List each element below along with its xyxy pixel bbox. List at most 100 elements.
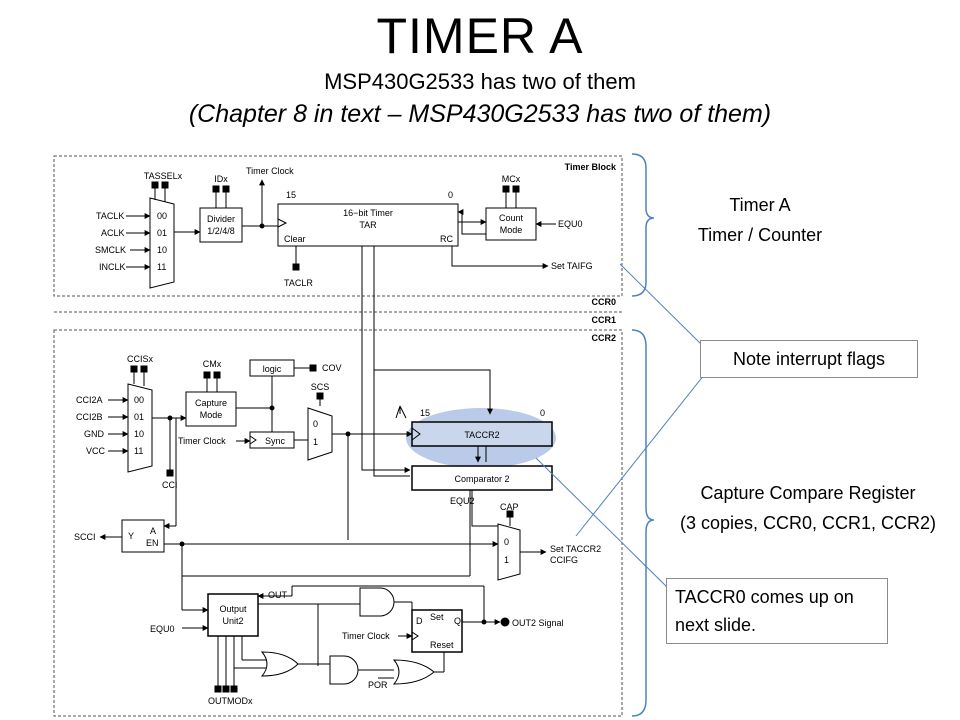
- or-gate-bottom-left: [260, 651, 299, 677]
- output-unit-label: Output: [219, 604, 247, 614]
- sync-label: Sync: [265, 436, 286, 446]
- callout-line-taifg: [619, 263, 703, 346]
- ccr-mux-code-10: 10: [134, 429, 144, 439]
- note-interrupt-flags: Note interrupt flags: [700, 340, 918, 378]
- note-taccr0-line1: TACCR0 comes up on: [675, 587, 854, 607]
- note-taccr0-line2: next slide.: [675, 615, 757, 635]
- cap-mux-0: 0: [504, 537, 509, 547]
- and-gate-top: [359, 587, 395, 617]
- ff-q: Q: [454, 616, 461, 626]
- mux-code-10: 10: [157, 245, 167, 255]
- timer-rc-label: RC: [440, 234, 453, 244]
- page-subtitle-italic: (Chapter 8 in text – MSP430G2533 has two…: [188, 100, 772, 128]
- taccr2-label: TACCR2: [464, 430, 499, 440]
- and-gate-bottom: [329, 655, 359, 685]
- page-title: TIMER A: [376, 8, 584, 64]
- taccr2-bit0: 0: [540, 408, 545, 418]
- timer-block-outline: [53, 155, 623, 297]
- ff-reset: Reset: [430, 640, 454, 650]
- timer-block: TASSELx TACLK ACLK SMCLK INCLK 00 01 10 …: [95, 166, 593, 289]
- ccifg-label: CCIFG: [550, 555, 578, 565]
- input-smclk: SMCLK: [95, 245, 126, 255]
- count-mode-box: [485, 207, 537, 241]
- cov-label: COV: [322, 363, 342, 373]
- ccr-block-outline: [53, 329, 623, 717]
- ccis-mux: [127, 383, 153, 473]
- ccr-timer-clock-label: Timer Clock: [178, 436, 226, 446]
- out2-signal-label: OUT2 Signal: [512, 618, 564, 628]
- note-interrupt-flags-text: Note interrupt flags: [732, 349, 886, 369]
- divider-label: Divider: [207, 214, 235, 224]
- timer-tar-box: [277, 203, 459, 247]
- ccr-mux-code-11: 11: [134, 446, 143, 456]
- out-label: OUT: [268, 590, 288, 600]
- comparator-label: Comparator 2: [454, 474, 509, 484]
- ff-set: Set: [430, 612, 444, 622]
- input-gnd: GND: [84, 429, 105, 439]
- callout-line-taccr0: [535, 457, 669, 589]
- ccr-annotation-line1: Capture Compare Register: [700, 483, 916, 503]
- callout-line-ccifg: [575, 369, 709, 537]
- latch-a: A: [150, 526, 156, 536]
- timer-a-annotation: Timer A Timer / Counter: [660, 190, 860, 250]
- divider-ratios: 1/2/4/8: [207, 226, 235, 236]
- mux-code-01: 01: [157, 228, 167, 238]
- capture-mode-box: [185, 391, 237, 427]
- input-vcc: VCC: [86, 446, 106, 456]
- note-taccr0: TACCR0 comes up on next slide.: [666, 578, 888, 644]
- scci-latch: [121, 519, 165, 553]
- idx-label: IDx: [214, 174, 228, 184]
- ccr2-tag: CCR2: [591, 333, 616, 343]
- input-aclk: ACLK: [101, 228, 125, 238]
- timer-label: 16−bit Timer: [343, 208, 393, 218]
- timer-block-label: Timer Block: [565, 162, 617, 172]
- count-mode-label2: Mode: [500, 225, 523, 235]
- ccr-mux-code-01: 01: [134, 412, 144, 422]
- timer-a-annotation-line2: Timer / Counter: [697, 225, 823, 245]
- taclr-label: TACLR: [284, 278, 313, 288]
- scs-mux-0: 0: [313, 419, 318, 429]
- count-mode-label: Count: [499, 213, 524, 223]
- scs-mux-1: 1: [313, 437, 318, 447]
- timer-bit15: 15: [286, 190, 296, 200]
- taccr2-bit15: 15: [420, 408, 430, 418]
- timer-a-annotation-line1: Timer A: [729, 195, 791, 215]
- timer-brace: [631, 153, 655, 297]
- mux-code-11: 11: [157, 262, 166, 272]
- flip-flop-box: [411, 609, 463, 653]
- logic-label: logic: [263, 364, 282, 374]
- cap-mux: [497, 523, 521, 581]
- cap-mux-1: 1: [504, 555, 509, 565]
- ff-d: D: [416, 616, 423, 626]
- ccr-annotation: Capture Compare Register (3 copies, CCR0…: [656, 478, 960, 538]
- ccr-annotation-line2: (3 copies, CCR0, CCR1, CCR2): [679, 513, 937, 533]
- outmodx-label: OUTMODx: [208, 696, 253, 706]
- latch-en: EN: [146, 538, 159, 548]
- output-unit-label2: Unit2: [222, 616, 243, 626]
- scs-label: SCS: [311, 382, 330, 392]
- latch-y: Y: [128, 531, 134, 541]
- comparator-box: [411, 465, 553, 491]
- timer-clear-label: Clear: [284, 234, 306, 244]
- scci-label: SCCI: [74, 532, 96, 542]
- scs-mux: [307, 407, 333, 461]
- equ2-label: EQU2: [450, 496, 475, 506]
- ccr-block: CCISx CCI2A CCI2B GND VCC 00 01 10 11 CC…: [74, 246, 601, 706]
- ccr1-tag: CCR1: [591, 315, 616, 325]
- ccisx-label: CCISx: [127, 354, 154, 364]
- set-taifg-label: Set TAIFG: [551, 261, 593, 271]
- ccr-equ0-label: EQU0: [150, 624, 175, 634]
- ccr-mux-code-00: 00: [134, 395, 144, 405]
- cmx-label: CMx: [203, 359, 222, 369]
- mux-code-00: 00: [157, 211, 167, 221]
- timer-clock-label: Timer Clock: [246, 166, 294, 176]
- cap-label: CAP: [500, 502, 519, 512]
- or-gate-bottom-right: [392, 659, 435, 685]
- cci-label: CCI: [162, 480, 178, 490]
- ff-timer-clock-label: Timer Clock: [342, 631, 390, 641]
- output-unit-box: [207, 593, 259, 637]
- capture-mode-label: Capture: [195, 398, 227, 408]
- por-label: POR: [368, 680, 388, 690]
- mcx-label: MCx: [502, 174, 521, 184]
